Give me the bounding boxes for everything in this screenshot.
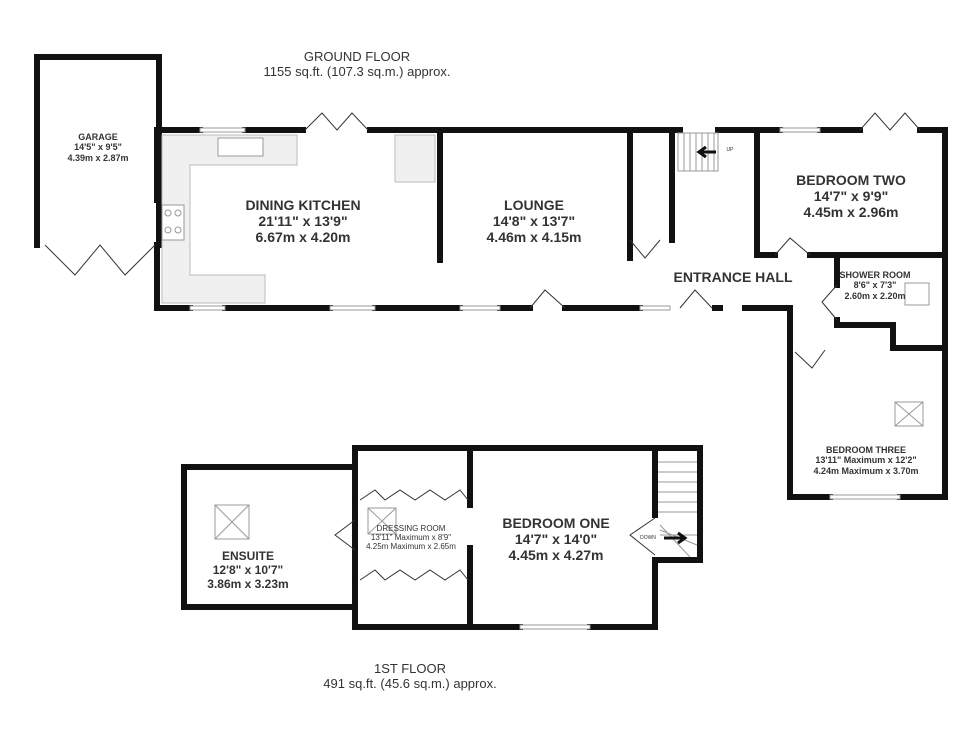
room-imperial: 14'8" x 13'7" [492, 213, 576, 230]
stairs-icon [658, 461, 698, 558]
room-imperial: 21'11" x 13'9" [258, 213, 348, 230]
room-bedroom-one: BEDROOM ONE 14'7" x 14'0" 4.45m x 4.27m [502, 515, 609, 563]
room-metric: 6.67m x 4.20m [255, 229, 351, 246]
door-swings [44, 112, 921, 369]
room-imperial: 14'5" x 9'5" [74, 142, 122, 153]
room-name: ENSUITE [221, 549, 274, 563]
room-lounge: LOUNGE 14'8" x 13'7" 4.46m x 4.15m [487, 197, 582, 245]
room-imperial: 14'7" x 14'0" [514, 531, 598, 548]
floor-area: 491 sq.ft. (45.6 sq.m.) approx. [323, 675, 497, 691]
room-shower-room: SHOWER ROOM 8'6" x 7'3" 2.60m x 2.20m [840, 270, 911, 301]
room-bedroom-three: BEDROOM THREE 13'11" Maximum x 12'2" 4.2… [813, 445, 918, 476]
room-imperial: 8'6" x 7'3" [853, 280, 897, 291]
room-metric: 4.39m x 2.87m [67, 152, 129, 163]
room-name: SHOWER ROOM [839, 270, 911, 280]
first-floor-title: 1ST FLOOR 491 sq.ft. (45.6 sq.m.) approx… [323, 661, 497, 692]
hob-icon [161, 204, 185, 241]
room-metric: 4.25m Maximum x 2.65m [366, 542, 456, 552]
room-metric: 4.24m Maximum x 3.70m [813, 465, 919, 476]
stairs-icon [677, 132, 719, 172]
room-imperial: 13'11" Maximum x 12'2" [815, 455, 917, 466]
room-imperial: 14'7" x 9'9" [813, 188, 889, 205]
room-name: GARAGE [78, 132, 118, 142]
first-floor-walls [181, 445, 703, 630]
room-metric: 4.45m x 2.96m [803, 204, 899, 221]
room-metric: 2.60m x 2.20m [844, 290, 906, 301]
room-bedroom-two: BEDROOM TWO 14'7" x 9'9" 4.45m x 2.96m [796, 172, 906, 220]
skylight-icon [214, 504, 250, 540]
kitchen-counter [161, 134, 298, 304]
room-name: BEDROOM THREE [825, 445, 906, 455]
room-imperial: 13'11" Maximum x 8'9" [370, 533, 452, 543]
room-name: ENTRANCE HALL [673, 269, 793, 285]
floor-area: 1155 sq.ft. (107.3 sq.m.) approx. [263, 63, 451, 79]
room-dining-kitchen: DINING KITCHEN 21'11" x 13'9" 6.67m x 4.… [245, 197, 360, 245]
skylight-icon [367, 507, 397, 535]
room-name: DINING KITCHEN [245, 197, 361, 213]
room-ensuite: ENSUITE 12'8" x 10'7" 3.86m x 3.23m [207, 549, 289, 591]
ground-floor-walls [34, 54, 948, 500]
room-name: BEDROOM TWO [796, 172, 906, 188]
room-dressing-room: DRESSING ROOM 13'11" Maximum x 8'9" 4.25… [366, 524, 456, 552]
ground-floor-fixtures [44, 112, 930, 500]
room-metric: 3.86m x 3.23m [207, 576, 289, 591]
room-metric: 4.46m x 4.15m [486, 229, 582, 246]
sink-icon [217, 137, 264, 157]
skylight-icon [894, 401, 924, 427]
room-entrance-hall: ENTRANCE HALL [674, 269, 793, 285]
room-name: DRESSING ROOM [376, 524, 446, 533]
room-garage: GARAGE 14'5" x 9'5" 4.39m x 2.87m [67, 132, 128, 163]
room-imperial: 12'8" x 10'7" [212, 562, 284, 577]
floor-title: 1ST FLOOR [373, 661, 447, 676]
room-name: LOUNGE [504, 197, 564, 213]
room-metric: 4.45m x 4.27m [508, 547, 604, 564]
room-name: BEDROOM ONE [502, 515, 610, 531]
stairs-up-label: UP [726, 147, 734, 153]
stairs-down-label: DOWN [640, 535, 656, 541]
first-floor-fixtures [214, 461, 698, 630]
ground-floor-title: GROUND FLOOR 1155 sq.ft. (107.3 sq.m.) a… [263, 49, 451, 80]
floor-title: GROUND FLOOR [303, 49, 411, 64]
